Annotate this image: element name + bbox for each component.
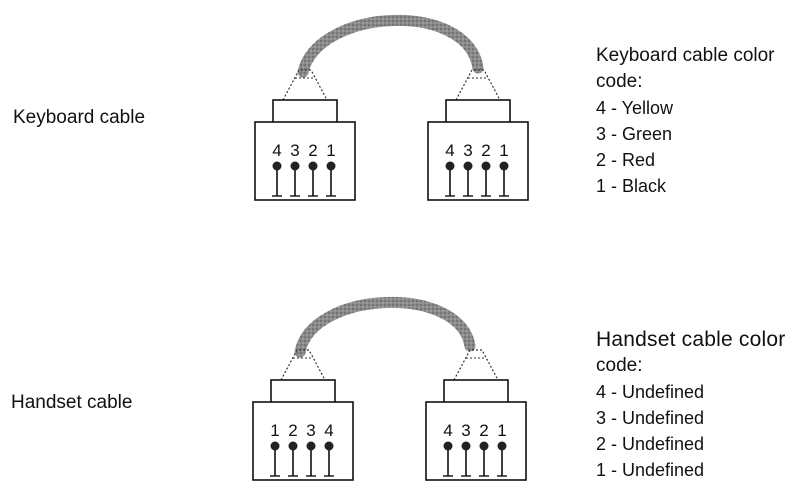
connector-body <box>425 401 527 481</box>
pin-number: 1 <box>497 421 506 440</box>
keyboard-legend-title: Keyboard cable color <box>596 45 775 66</box>
handset-code-1: 1 - Undefined <box>596 460 705 480</box>
keyboard-code-4: 4 - Yellow <box>596 98 674 118</box>
keyboard-code-2: 2 - Red <box>596 150 656 170</box>
pin-contact <box>308 161 318 171</box>
pin-number: 4 <box>272 141 281 160</box>
pin-contact <box>481 161 491 171</box>
keyboard-code-1: 1 - Black <box>596 176 667 196</box>
pin-number: 4 <box>443 421 452 440</box>
pin-number: 4 <box>324 421 333 440</box>
connector-body <box>252 401 354 481</box>
pin-number: 2 <box>288 421 297 440</box>
keyboard-color-code-legend: Keyboard cable color code: 4 - Yellow 3 … <box>596 43 775 199</box>
pin-contact <box>288 441 298 451</box>
handset-code-3: 3 - Undefined <box>596 408 705 428</box>
handset-legend-title: Handset cable color <box>596 328 786 351</box>
pin-contact <box>497 441 507 451</box>
pin-contact <box>272 161 282 171</box>
keyboard-cable-cord <box>297 14 484 78</box>
connector-neck <box>280 349 326 381</box>
pin-contact <box>290 161 300 171</box>
keyboard-code-3: 3 - Green <box>596 124 673 144</box>
pin-number: 4 <box>445 141 454 160</box>
pin-number: 2 <box>481 141 490 160</box>
pin-number: 2 <box>308 141 317 160</box>
keyboard-legend-title-cont: code: <box>596 71 643 92</box>
handset-color-code-legend: Handset cable color code: 4 - Undefined … <box>596 327 785 483</box>
pin-contact <box>463 161 473 171</box>
keyboard-cable-label: Keyboard cable <box>13 107 146 128</box>
connector-neck <box>455 69 501 101</box>
connector-body <box>254 121 356 201</box>
pin-contact <box>461 441 471 451</box>
pin-number: 3 <box>461 421 470 440</box>
pin-contact <box>324 441 334 451</box>
connector-body <box>427 121 529 201</box>
pin-contact <box>445 161 455 171</box>
connector-neck <box>282 69 328 101</box>
pin-contact <box>306 441 316 451</box>
pin-number: 1 <box>499 141 508 160</box>
connector-neck <box>453 349 499 381</box>
pin-contact <box>270 441 280 451</box>
handset-cable-label: Handset cable <box>11 392 133 413</box>
pin-contact <box>479 441 489 451</box>
pin-number: 2 <box>479 421 488 440</box>
pin-contact <box>326 161 336 171</box>
pin-contact <box>443 441 453 451</box>
pin-number: 1 <box>270 421 279 440</box>
handset-code-4: 4 - Undefined <box>596 382 705 402</box>
handset-code-2: 2 - Undefined <box>596 434 705 454</box>
pin-contact <box>499 161 509 171</box>
handset-cable-cord <box>294 296 476 358</box>
pin-number: 3 <box>463 141 472 160</box>
pin-number: 1 <box>326 141 335 160</box>
pin-number: 3 <box>306 421 315 440</box>
handset-legend-title-cont: code: <box>596 355 643 376</box>
pin-number: 3 <box>290 141 299 160</box>
